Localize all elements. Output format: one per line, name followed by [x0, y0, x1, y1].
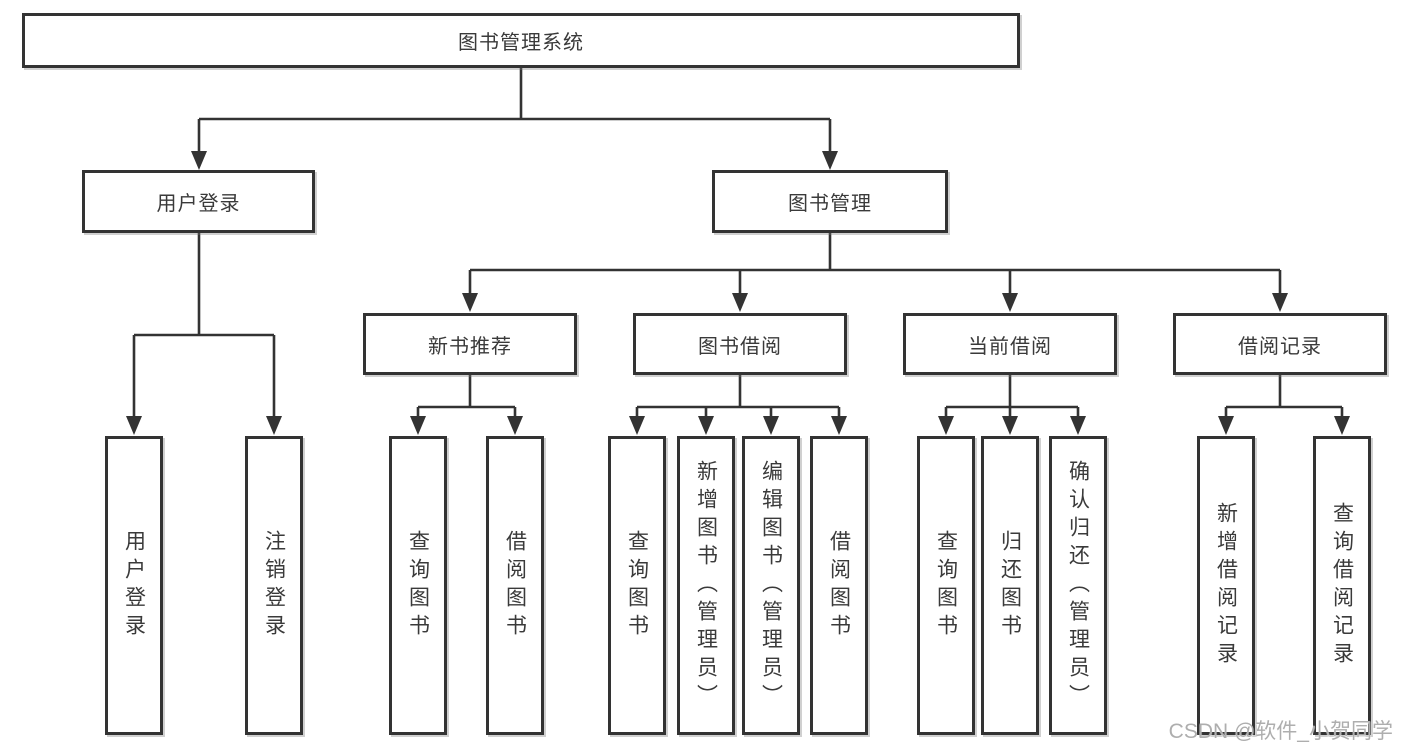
- arrow-down-icon: [822, 151, 838, 170]
- arrow-down-icon: [1218, 416, 1234, 435]
- node-label: 借阅图书: [827, 529, 851, 642]
- node-label: 借阅记录: [1238, 335, 1322, 358]
- leaf-borrow-books-1: 借阅图书: [486, 436, 544, 735]
- arrow-down-icon: [938, 416, 954, 435]
- leaf-add-borrow-record: 新增借阅记录: [1197, 436, 1255, 735]
- node-label: 查询借阅记录: [1330, 501, 1354, 670]
- node-label: 图书管理系统: [458, 32, 584, 54]
- arrow-down-icon: [410, 416, 426, 435]
- leaf-query-books-3: 查询图书: [917, 436, 975, 735]
- leaf-confirm-return-admin: 确认归还（管理员）: [1049, 436, 1107, 735]
- node-label: 编辑图书（管理员）: [759, 459, 783, 712]
- node-root: 图书管理系统: [22, 13, 1020, 68]
- node-label: 当前借阅: [968, 335, 1052, 358]
- arrow-down-icon: [1070, 416, 1086, 435]
- node-new-book-recommend: 新书推荐: [363, 313, 577, 375]
- node-label: 查询图书: [406, 529, 430, 642]
- leaf-query-borrow-record: 查询借阅记录: [1313, 436, 1371, 735]
- node-label: 新增图书（管理员）: [694, 459, 718, 712]
- arrow-down-icon: [191, 151, 207, 170]
- leaf-query-books-1: 查询图书: [389, 436, 447, 735]
- node-label: 新书推荐: [428, 335, 512, 358]
- leaf-logout: 注销登录: [245, 436, 303, 735]
- node-user-login: 用户登录: [82, 170, 315, 233]
- arrow-down-icon: [831, 416, 847, 435]
- node-label: 确认归还（管理员）: [1066, 459, 1090, 712]
- csdn-watermark: CSDN @软件_小贺同学: [1168, 720, 1393, 743]
- node-current-borrow: 当前借阅: [903, 313, 1117, 375]
- node-label: 新增借阅记录: [1214, 501, 1238, 670]
- node-label: 用户登录: [122, 529, 146, 642]
- arrow-down-icon: [1334, 416, 1350, 435]
- arrow-down-icon: [462, 293, 478, 312]
- arrow-down-icon: [629, 416, 645, 435]
- leaf-add-book-admin: 新增图书（管理员）: [677, 436, 735, 735]
- arrow-down-icon: [507, 416, 523, 435]
- node-label: 归还图书: [998, 529, 1022, 642]
- node-label: 查询图书: [625, 529, 649, 642]
- arrow-down-icon: [126, 416, 142, 435]
- node-label: 注销登录: [262, 529, 286, 642]
- leaf-query-books-2: 查询图书: [608, 436, 666, 735]
- node-label: 图书管理: [788, 193, 872, 215]
- arrow-down-icon: [732, 293, 748, 312]
- node-book-borrow: 图书借阅: [633, 313, 847, 375]
- leaf-user-login: 用户登录: [105, 436, 163, 735]
- arrow-down-icon: [1002, 293, 1018, 312]
- node-label: 借阅图书: [503, 529, 527, 642]
- node-book-management: 图书管理: [712, 170, 948, 233]
- arrow-down-icon: [698, 416, 714, 435]
- node-borrow-records: 借阅记录: [1173, 313, 1387, 375]
- arrow-down-icon: [266, 416, 282, 435]
- leaf-borrow-books-2: 借阅图书: [810, 436, 868, 735]
- leaf-return-book: 归还图书: [981, 436, 1039, 735]
- node-label: 查询图书: [934, 529, 958, 642]
- arrow-down-icon: [1002, 416, 1018, 435]
- arrow-down-icon: [1272, 293, 1288, 312]
- node-label: 图书借阅: [698, 335, 782, 358]
- arrow-down-icon: [763, 416, 779, 435]
- leaf-edit-book-admin: 编辑图书（管理员）: [742, 436, 800, 735]
- node-label: 用户登录: [156, 193, 241, 215]
